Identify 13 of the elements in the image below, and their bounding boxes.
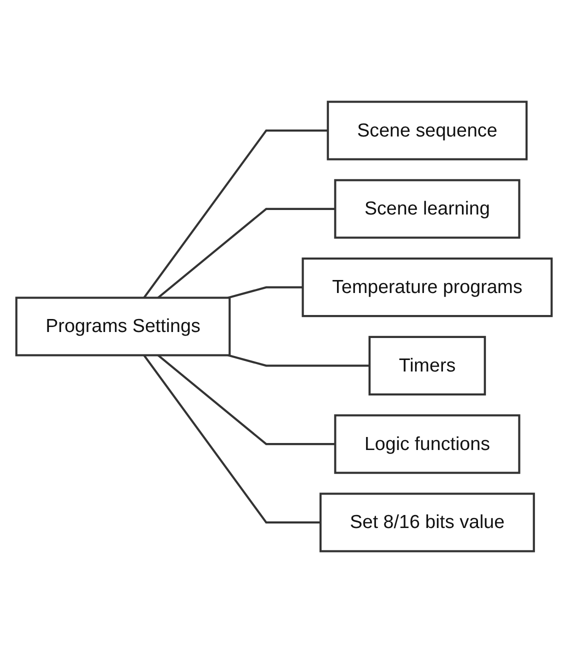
process-box: Logic functions xyxy=(334,414,520,474)
connector-line xyxy=(143,129,328,298)
connector-line xyxy=(228,354,370,367)
process-box: Timers xyxy=(368,336,486,396)
connector-line xyxy=(228,286,303,299)
connector-line xyxy=(157,354,336,446)
process-box: Temperature programs xyxy=(302,258,553,318)
connector-line xyxy=(157,208,336,299)
process-box: Scene learning xyxy=(334,179,520,239)
process-box: Programs Settings xyxy=(15,296,231,356)
process-box: Scene sequence xyxy=(326,100,528,160)
connector-line xyxy=(143,354,321,524)
process-box: Set 8/16 bits value xyxy=(320,492,535,552)
